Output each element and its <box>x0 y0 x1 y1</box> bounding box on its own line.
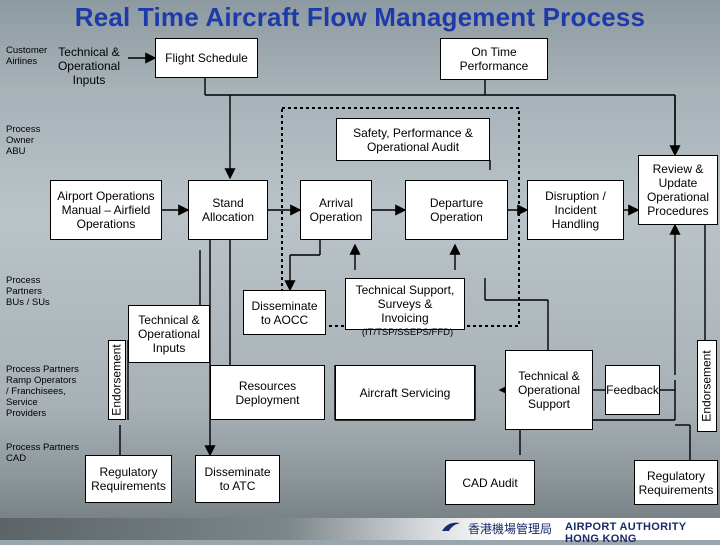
airport-manual-box: Airport Operations Manual – Airfield Ope… <box>50 180 162 240</box>
lane-partners: Process Partners BUs / SUs <box>6 275 50 308</box>
safety-audit-box: Safety, Performance & Operational Audit <box>336 118 490 161</box>
endorsement-left-box: Endorsement <box>108 340 126 420</box>
flight-schedule-box: Flight Schedule <box>155 38 258 78</box>
endorsement-left-label: Endorsement <box>110 344 124 416</box>
page-title: Real Time Aircraft Flow Management Proce… <box>74 2 646 32</box>
review-procedures-box: Review & Update Operational Procedures <box>638 155 718 225</box>
disseminate-atc-box: Disseminate to ATC <box>195 455 280 503</box>
endorsement-right-label: Endorsement <box>700 350 714 422</box>
lane-cad: Process Partners CAD <box>6 442 79 464</box>
airport-authority-logo-icon <box>442 522 460 531</box>
lane-owner: Process Owner ABU <box>6 124 41 157</box>
aircraft-servicing-box: Aircraft Servicing <box>335 365 475 420</box>
arrival-operation-box: Arrival Operation <box>300 180 372 240</box>
tech-support-label: Technical Support, Surveys & Invoicing <box>355 283 455 325</box>
tech-support-sub: (IT/TSP/SSEPS/FFD) <box>361 327 454 338</box>
feedback-box: Feedback <box>605 365 660 415</box>
lane-ramp: Process Partners Ramp Operators / Franch… <box>6 364 79 419</box>
footer-band <box>0 518 720 540</box>
disseminate-aocc-box: Disseminate to AOCC <box>243 290 326 335</box>
regulatory-right-box: Regulatory Requirements <box>634 460 718 505</box>
tech-op-support-box: Technical & Operational Support <box>505 350 593 430</box>
on-time-performance-box: On Time Performance <box>440 38 548 80</box>
tech-support-box: Technical Support, Surveys & Invoicing <box>345 278 465 330</box>
regulatory-left-box: Regulatory Requirements <box>85 455 172 503</box>
resources-deployment-box: Resources Deployment <box>210 365 325 420</box>
stand-allocation-box: Stand Allocation <box>188 180 268 240</box>
cad-audit-box: CAD Audit <box>445 460 535 505</box>
departure-operation-box: Departure Operation <box>405 180 508 240</box>
disruption-handling-box: Disruption / Incident Handling <box>527 180 624 240</box>
tech-inputs-top: Technical & Operational Inputs <box>57 45 121 87</box>
background-sky <box>0 0 720 95</box>
endorsement-right-box: Endorsement <box>697 340 717 432</box>
org-name-english: AIRPORT AUTHORITY HONG KONG <box>565 521 687 545</box>
lane-customer: Customer Airlines <box>6 45 48 67</box>
org-name-chinese: 香港機場管理局 <box>468 522 553 536</box>
tech-inputs-mid-box: Technical & Operational Inputs <box>128 305 210 363</box>
